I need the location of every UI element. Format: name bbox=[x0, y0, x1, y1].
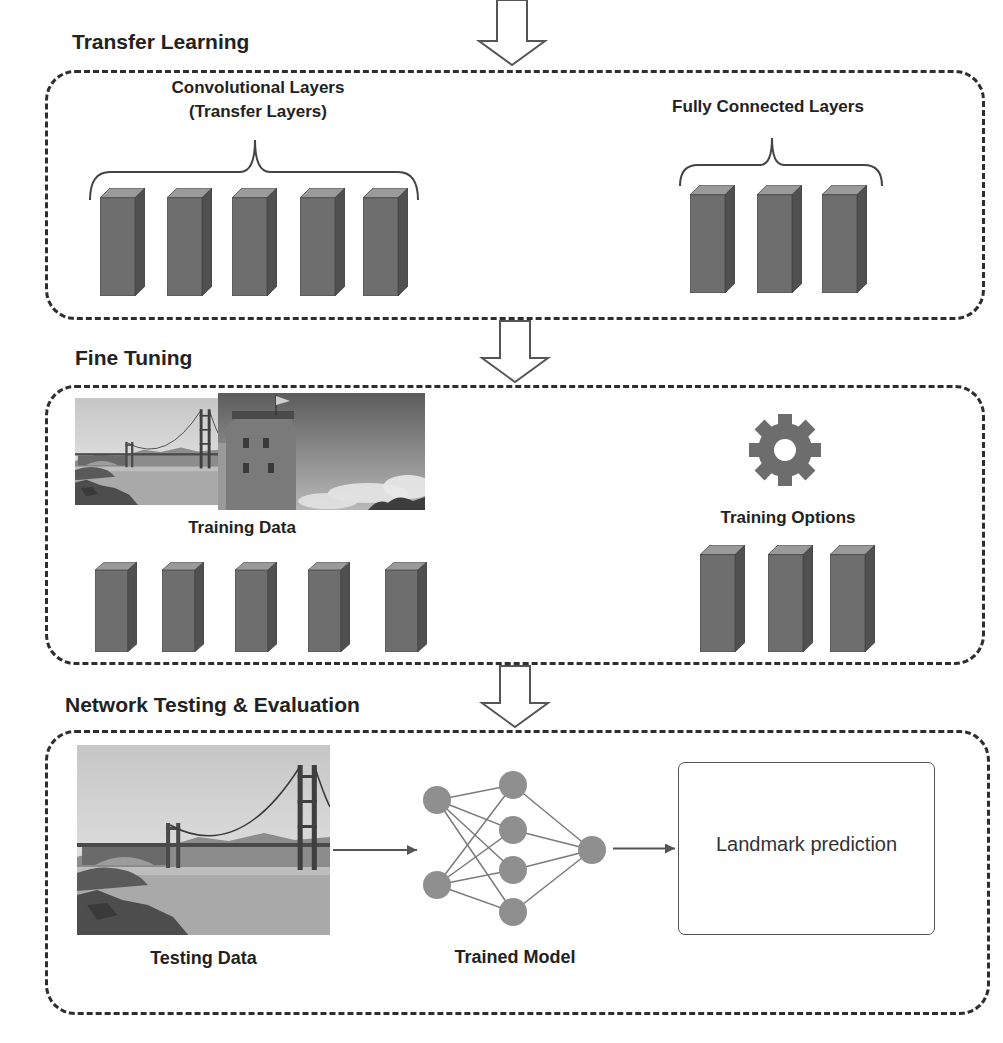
flow-arrow bbox=[333, 849, 417, 851]
layer-label: Training Data bbox=[142, 516, 342, 540]
network-neurons bbox=[423, 771, 606, 926]
training-photos bbox=[75, 393, 433, 510]
layer-blocks bbox=[100, 185, 867, 296]
panel-heading: Fine Tuning bbox=[75, 346, 192, 370]
testing-photo bbox=[77, 745, 330, 935]
layer-label: Training Options bbox=[668, 506, 908, 530]
bracket bbox=[680, 138, 882, 186]
network-node: Trained Model bbox=[420, 770, 610, 930]
flow-arrow bbox=[482, 666, 548, 727]
layer-label: Fully Connected Layers bbox=[648, 95, 888, 119]
flow-arrow bbox=[482, 321, 548, 382]
panel-heading: Transfer Learning bbox=[72, 30, 249, 54]
panel-heading: Network Testing & Evaluation bbox=[65, 693, 360, 717]
output-box: Landmark prediction bbox=[678, 762, 935, 935]
image-caption: Trained Model bbox=[390, 946, 640, 968]
layer-label: Convolutional Layers (Transfer Layers) bbox=[160, 76, 356, 124]
image-node: Testing Data bbox=[77, 745, 330, 935]
flow-arrow bbox=[613, 848, 675, 850]
box-text: Landmark prediction bbox=[716, 832, 897, 856]
stage-panel: Network Testing & EvaluationTesting Data… bbox=[45, 730, 990, 1015]
incoming-arrow bbox=[479, 0, 545, 65]
image-caption: Testing Data bbox=[47, 947, 360, 969]
layer-blocks bbox=[95, 545, 875, 652]
network-links bbox=[437, 785, 592, 912]
gear-icon bbox=[749, 414, 821, 486]
